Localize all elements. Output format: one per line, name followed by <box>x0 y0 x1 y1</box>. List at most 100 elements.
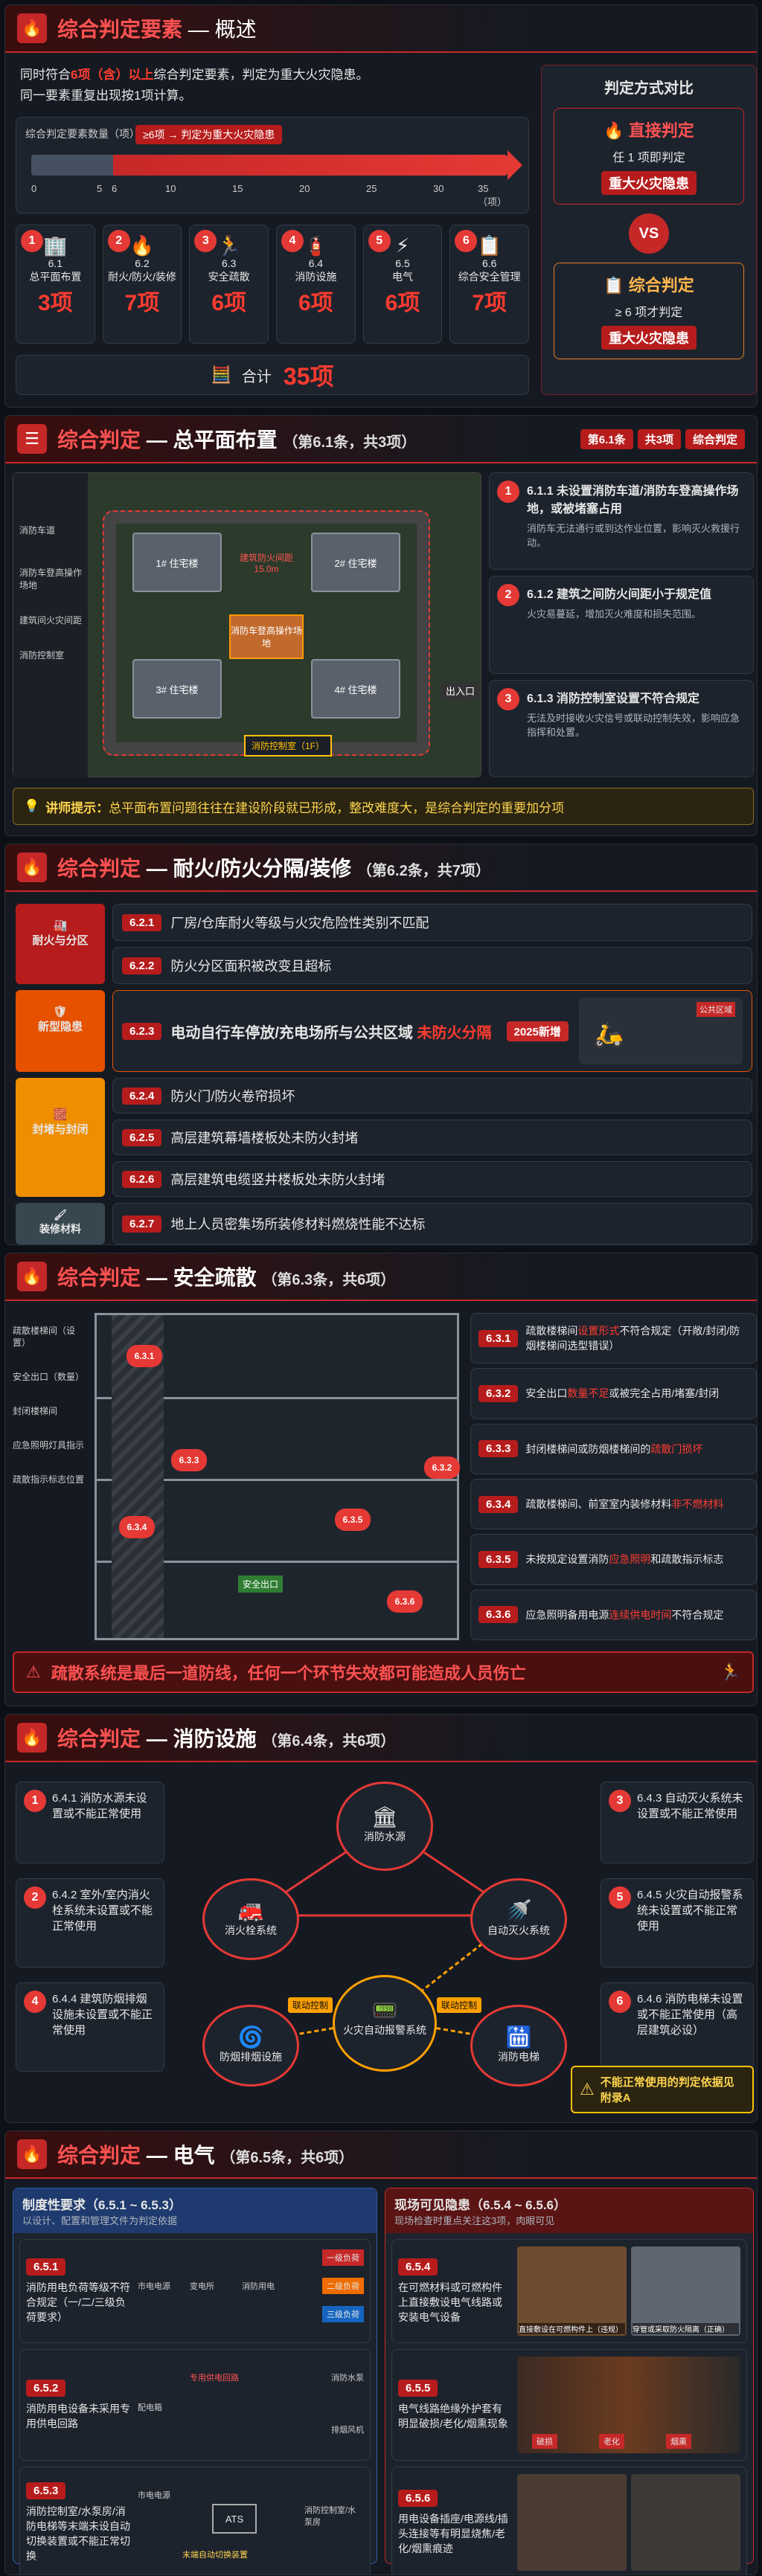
hydrant-icon: 🚒 <box>237 1899 264 1922</box>
node-sprinkler: 🚿自动灭火系统 <box>470 1878 567 1960</box>
ebike-icon: 🛵 <box>594 1021 624 1047</box>
burnt-socket-photo <box>517 2474 627 2571</box>
link-label: 联动控制 <box>288 1997 333 2013</box>
exit-sign: 安全出口 <box>238 1576 284 1593</box>
building-4: 4# 住宅楼 <box>311 659 400 719</box>
correct-install-photo: 穿管或采取防火隔离（正确） <box>631 2246 740 2336</box>
comprehensive-judgement: 📋 综合判定 ≥ 6 项才判定 重大火灾隐患 <box>554 263 744 359</box>
marker-636: 6.3.6 <box>387 1590 423 1613</box>
node-elevator: 🛗消防电梯 <box>470 2005 567 2087</box>
electrical-right: 现场可见隐患（6.5.4 ~ 6.5.6） 现场检查时重点关注这3项，肉眼可见 … <box>385 2188 754 2575</box>
node-smoke: 🌀防烟排烟设施 <box>202 2005 299 2087</box>
vs-badge: VS <box>629 213 669 254</box>
building-icon: 🏢 <box>43 234 68 257</box>
threshold-marker: ≥6项 → 判定为重大火灾隐患 <box>135 125 283 144</box>
facility-diagram: 🏛消防水源 🚒消火栓系统 🚿自动灭火系统 📟火灾自动报警系统 🌀防烟排烟设施 🛗… <box>176 1774 593 2101</box>
calculator-icon: 🧮 <box>211 365 231 384</box>
fan-icon: 🌀 <box>237 2026 264 2049</box>
alarm-panel-icon: 📟 <box>371 1999 398 2022</box>
compare-card: 判定方式对比 🔥 直接判定 任 1 项即判定 重大火灾隐患 VS 📋 综合判定 … <box>541 65 757 395</box>
platform-area: 消防车登高操作场地 <box>229 614 304 659</box>
direct-judgement: 🔥 直接判定 任 1 项即判定 重大火灾隐患 <box>554 108 744 205</box>
node-hydrant: 🚒消火栓系统 <box>202 1878 299 1960</box>
burnt-plug-photo <box>631 2474 740 2571</box>
group-label: 🧱封堵与封闭 <box>16 1078 105 1197</box>
building-2: 2# 住宅楼 <box>311 533 400 592</box>
exit-icon: 🏃 <box>217 234 241 257</box>
section-badges: 第6.1条共3项综合判定 <box>580 428 745 449</box>
scale-bar <box>31 150 522 180</box>
brick-icon: 🧱 <box>53 1108 68 1121</box>
fire-icon: 🔥 <box>17 852 47 882</box>
clipboard-icon: 📋 <box>477 234 502 257</box>
group-label: 🏭耐火与分区 <box>16 904 105 984</box>
lightbulb-icon: 💡 <box>24 799 40 813</box>
marker-634: 6.3.4 <box>119 1516 155 1538</box>
site-plan: 消防车道 消防车登高操作场地 建筑间火灾间距 消防控制室 1# 住宅楼 2# 住… <box>13 472 481 778</box>
power-diagram: 市电电源 变电所 消防用电 一级负荷 二级负荷 三级负荷 <box>138 2246 364 2336</box>
section-header: 🔥 综合判定 — 安全疏散 （第6.3条，共6项） <box>5 1253 757 1301</box>
wrong-install-photo: 直接敷设在可燃构件上（违规） <box>517 2246 627 2336</box>
section-header: 🔥 综合判定 — 耐火/防火分隔/装修 （第6.2条，共7项） <box>5 844 757 892</box>
list-icon: ☰ <box>17 424 47 454</box>
section-site-layout: ☰ 综合判定 — 总平面布置 （第6.1条，共3项） 第6.1条共3项综合判定 … <box>4 415 758 836</box>
section-title: 综合判定 — 总平面布置 （第6.1条，共3项） <box>57 428 417 452</box>
scale-card: 综合判定要素数量（项） ≥6项 → 判定为重大火灾隐患 0 5 6 10 15 … <box>16 117 529 213</box>
section-title: 综合判定 — 耐火/防火分隔/装修 （第6.2条，共7项） <box>57 857 490 880</box>
control-room: 消防控制室（1F） <box>244 735 333 757</box>
ebike-illustration: 🛵公共区域 <box>579 998 743 1064</box>
section-title: 综合判定要素 — 概述 <box>57 18 257 41</box>
tip-bar: 💡讲师提示：总平面布置问题往往在建设阶段就已形成，整改难度大，是综合判定的重要加… <box>13 788 754 825</box>
section-header: 🔥 综合判定 — 消防设施 （第6.4条，共6项） <box>5 1715 757 1762</box>
circuit-diagram: 配电箱 专用供电回路 消防水泵 排烟风机 <box>138 2374 364 2435</box>
paint-roller-icon: 🖌 <box>54 1209 67 1221</box>
stairwell <box>112 1315 164 1638</box>
building-icon: 🏭 <box>53 919 68 932</box>
total-bar: 🧮 合计 35项 <box>16 355 529 395</box>
damaged-cable-photo: 破损 老化 烟熏 <box>517 2357 740 2453</box>
elevator-icon: 🛗 <box>505 2026 532 2049</box>
fire-icon: 🔥 <box>17 2139 47 2169</box>
fire-icon: 🔥 <box>17 1723 47 1753</box>
building-section: 安全出口 6.3.1 6.3.2 6.3.3 6.3.4 6.3.5 6.3.6 <box>95 1313 460 1640</box>
node-water: 🏛消防水源 <box>336 1782 433 1871</box>
fire-icon: 🔥 <box>603 121 624 140</box>
list-icon: 📋 <box>603 276 624 295</box>
section-fire-resistance: 🔥 综合判定 — 耐火/防火分隔/装修 （第6.2条，共7项） 🏭耐火与分区 6… <box>4 844 758 1245</box>
shield-icon: 🛡 <box>53 1006 68 1018</box>
link-label: 联动控制 <box>437 1997 482 2013</box>
scale-ticks: 0 5 6 10 15 20 25 30 35（项） <box>31 183 508 208</box>
group-label: 🖌装修材料 <box>16 1203 105 1244</box>
